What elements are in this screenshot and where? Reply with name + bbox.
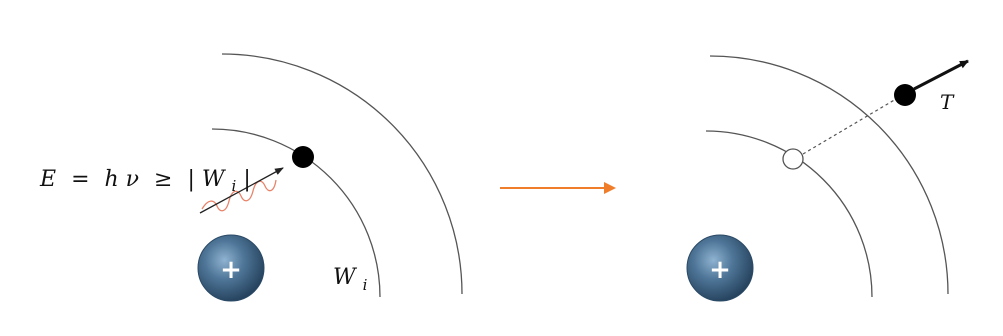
eq-planck: h <box>105 167 119 192</box>
orbit-energy-label: W i <box>333 265 368 294</box>
nucleus-sign: + <box>220 255 242 285</box>
initial-state-panel: + E = h ν ≥ | W i | W i <box>39 54 462 301</box>
eq-frequency: ν <box>126 167 139 192</box>
nucleus-plus-icon-right: + <box>687 235 753 301</box>
eq-bar-right: | <box>243 167 250 192</box>
eq-work-subscript: i <box>232 177 237 195</box>
nucleus-plus-icon: + <box>198 235 264 301</box>
eq-geq: ≥ <box>154 167 172 192</box>
eq-equals: = <box>71 167 89 192</box>
ejection-path <box>803 99 896 154</box>
ejected-electron-dot-icon <box>894 84 916 106</box>
arrow-right-icon <box>500 182 616 194</box>
eq-work: W <box>202 167 227 192</box>
eq-bar-left: | <box>187 167 194 192</box>
velocity-arrow-icon <box>914 61 968 89</box>
orbit-label-w: W <box>333 265 358 290</box>
electron-dot-icon <box>292 146 314 168</box>
kinetic-energy-label: T <box>940 90 955 114</box>
nucleus-sign-right: + <box>709 255 731 285</box>
energy-equation: E = h ν ≥ | W i | <box>39 167 251 197</box>
final-state-panel: + T <box>687 56 968 301</box>
eq-energy: E <box>39 167 56 192</box>
orbit-label-subscript: i <box>363 276 368 294</box>
hole-circle-icon <box>783 149 803 169</box>
